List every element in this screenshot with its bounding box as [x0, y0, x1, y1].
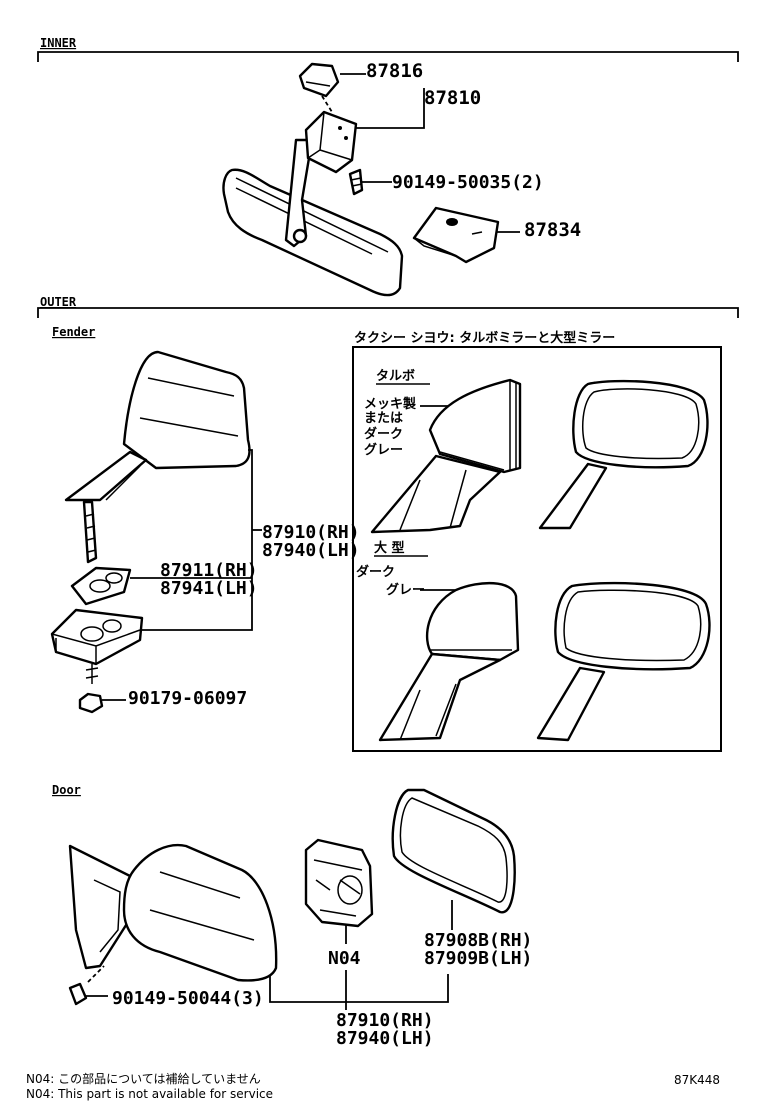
talbo-color-2: または: [364, 411, 403, 426]
label-87834: 87834: [524, 219, 581, 241]
section-title-outer: OUTER: [40, 295, 77, 309]
footnote-en: N04: This part is not available for serv…: [26, 1087, 273, 1101]
large-mirror-back: [378, 581, 520, 742]
leader-87910-door: [269, 974, 449, 1003]
inner-section: INNER: [37, 36, 739, 297]
footnote-jp: N04: この部品については補給していません: [26, 1071, 261, 1086]
inner-mirror-illustration: [222, 62, 500, 297]
label-87909b: 87909B(LH): [424, 948, 532, 969]
talbo-label: タルボ: [376, 368, 415, 384]
label-87940-fender: 87940(LH): [262, 540, 360, 561]
outer-bracket: [37, 307, 739, 318]
door-mirror-illustration: [68, 788, 516, 1006]
label-87810: 87810: [424, 87, 481, 109]
label-87911: 87911(RH): [160, 560, 258, 581]
taxi-box-frame: [352, 346, 722, 752]
section-title-fender: Fender: [52, 325, 95, 339]
label-90149-50035: 90149-50035(2): [392, 172, 544, 193]
label-90179-06097: 90179-06097: [128, 688, 247, 709]
section-title-door: Door: [52, 783, 81, 797]
leader-87910-fender: [140, 449, 253, 631]
fender-mirror-illustration: [50, 350, 251, 714]
talbo-color-3: ダーク: [364, 426, 403, 442]
label-90149-50044: 90149-50044(3): [112, 988, 264, 1009]
leader-87810: [356, 88, 425, 129]
inner-bracket: [37, 51, 739, 62]
label-87940-door: 87940(LH): [336, 1028, 434, 1049]
label-87908b: 87908B(RH): [424, 930, 532, 951]
label-87816: 87816: [366, 60, 423, 82]
large-color-2: グレー: [386, 582, 425, 598]
talbo-color-1: メッキ製: [364, 396, 416, 412]
large-label: 大 型: [374, 540, 405, 556]
label-n04: N04: [328, 948, 361, 969]
label-87910-fender: 87910(RH): [262, 522, 360, 543]
reference-code: 87K448: [674, 1073, 720, 1087]
label-87910-door: 87910(RH): [336, 1010, 434, 1031]
taxi-option-box: タクシー シヨウ: タルボミラーと大型ミラー タルボ メッキ製 または ダーク …: [352, 330, 722, 752]
door-section: Door 87908B(RH) 87909B(LH) N04: [52, 783, 532, 1049]
section-title-inner: INNER: [40, 36, 77, 50]
large-color-1: ダーク: [356, 564, 395, 580]
talbo-mirror-face: [538, 379, 709, 530]
fender-section: Fender 87910(RH) 87940(LH): [50, 325, 360, 714]
talbo-color-4: グレー: [364, 442, 403, 458]
large-mirror-face: [536, 581, 711, 742]
label-87941: 87941(LH): [160, 578, 258, 599]
taxi-box-title: タクシー シヨウ: タルボミラーと大型ミラー: [354, 330, 615, 346]
talbo-mirror-back: [370, 378, 522, 534]
